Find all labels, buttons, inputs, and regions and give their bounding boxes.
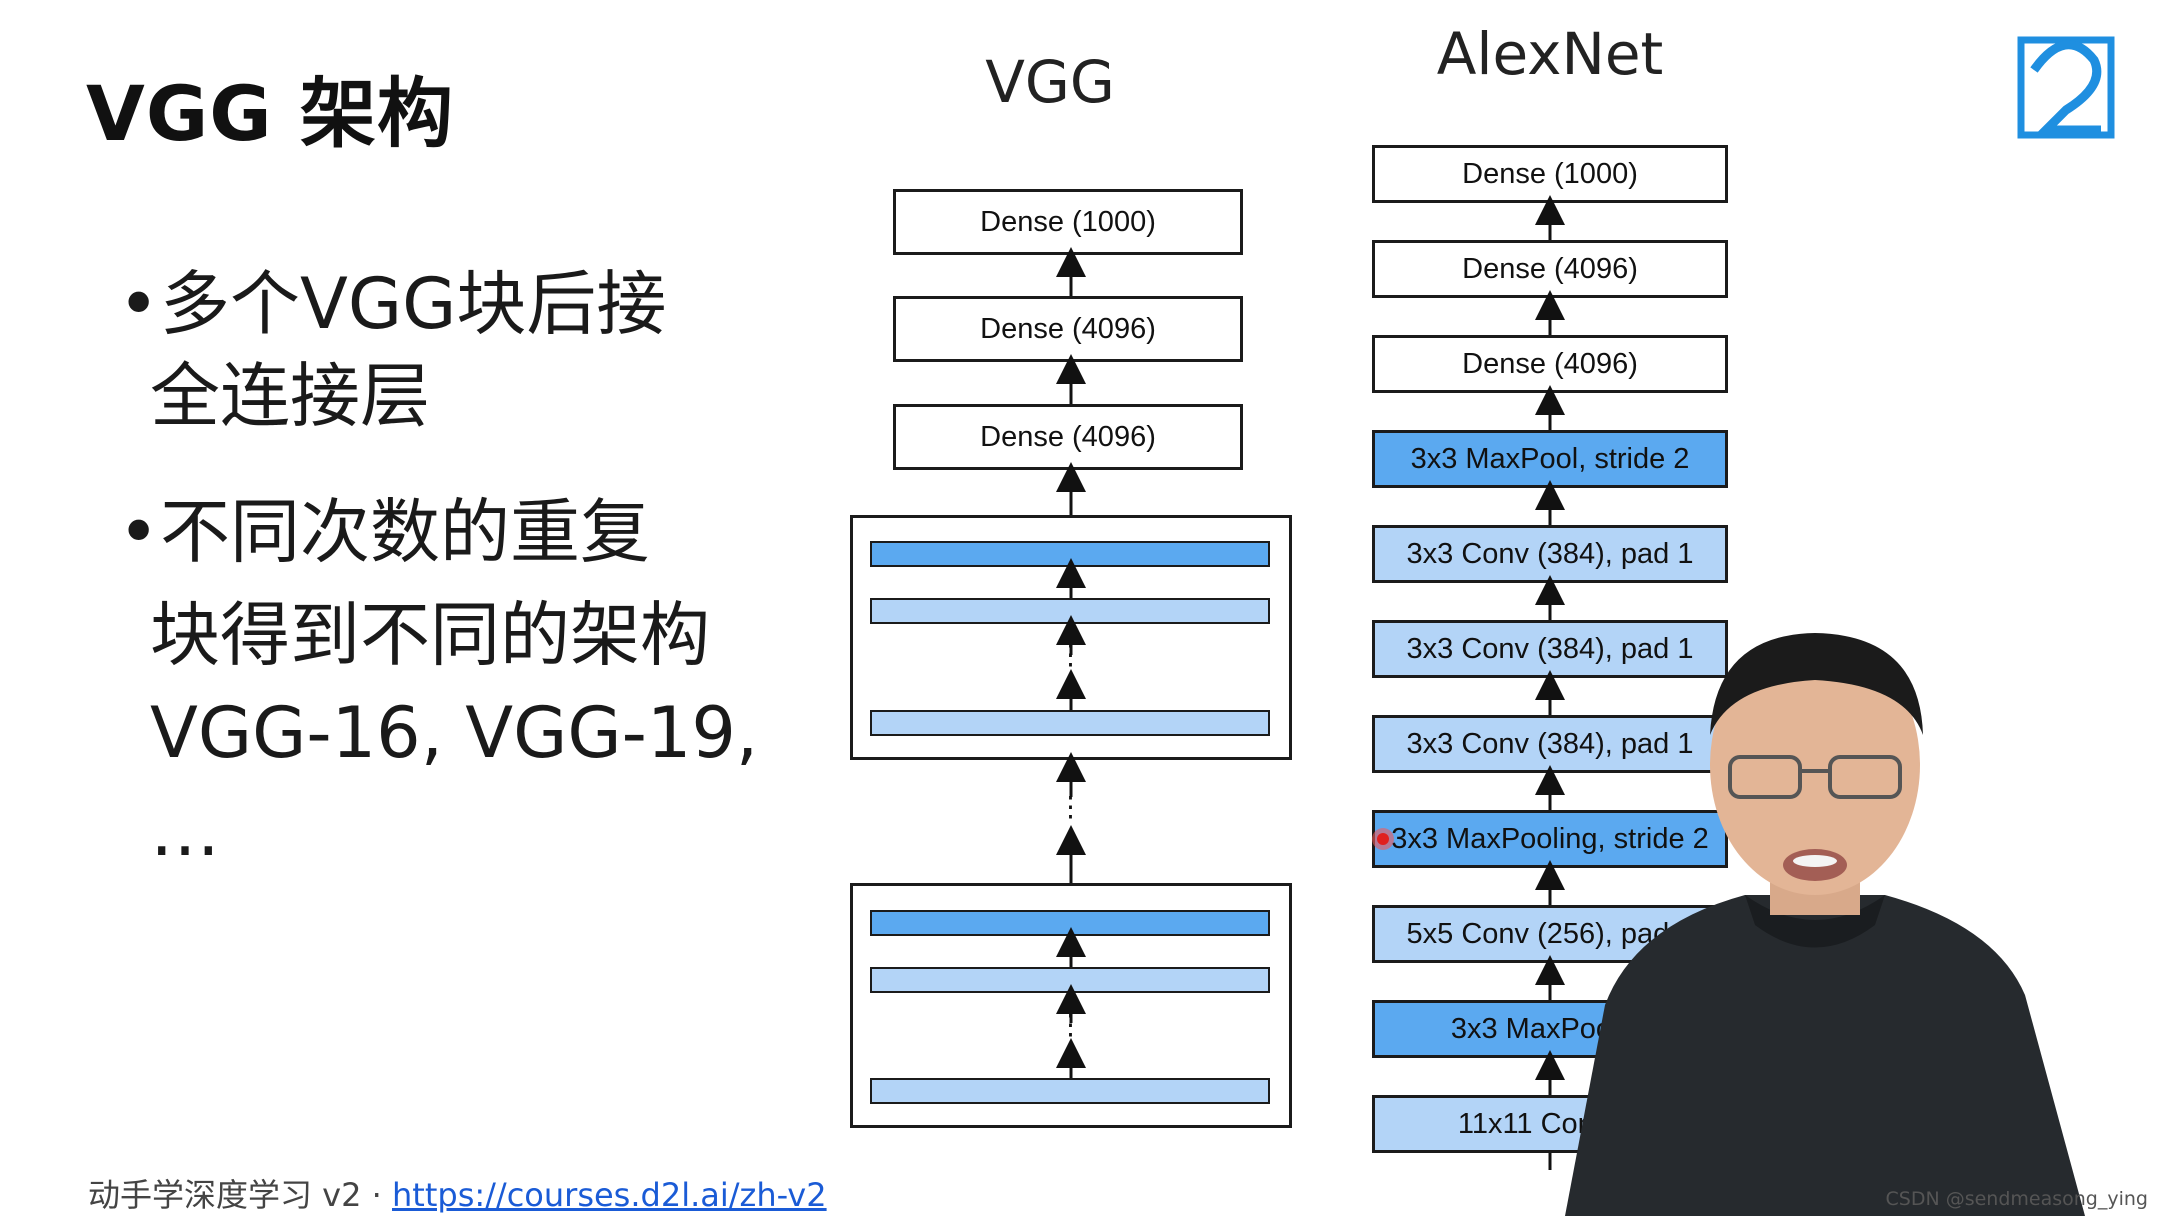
- bullet-2-cont: 块得到不同的架构 VGG-16, VGG-19, …: [150, 586, 758, 880]
- bullet-2-line-1: 不同次数的重复: [160, 491, 650, 573]
- course-name: 动手学深度学习 v2 ·: [88, 1176, 392, 1214]
- bullet-1-mark: •: [118, 263, 160, 345]
- bullet-2: • 不同次数的重复: [118, 486, 650, 578]
- bullet-2-line-4: …: [150, 790, 220, 872]
- csdn-watermark: CSDN @sendmeasong_ying: [1885, 1188, 2149, 1210]
- bullet-2-line-2: 块得到不同的架构: [150, 594, 710, 676]
- alexnet-conv-384-c: 3x3 Conv (384), pad 1: [1372, 525, 1728, 583]
- pointer-dot-icon: [1372, 828, 1394, 850]
- alexnet-dense-4096-a: Dense (4096): [1372, 240, 1728, 298]
- bullet-1: • 多个VGG块后接: [118, 258, 666, 350]
- course-url-link[interactable]: https://courses.d2l.ai/zh-v2: [392, 1176, 827, 1214]
- vgg-dense-4096-b: Dense (4096): [893, 404, 1243, 470]
- course-footer: 动手学深度学习 v2 · https://courses.d2l.ai/zh-v…: [88, 1170, 827, 1216]
- bullet-1-cont: 全连接层: [150, 350, 430, 442]
- alexnet-conv-384-a: 3x3 Conv (384), pad 1: [1372, 715, 1728, 773]
- alexnet-title: AlexNet: [1436, 20, 1664, 88]
- alexnet-maxpool-3: 3x3 MaxPool, stride 2: [1372, 430, 1728, 488]
- bullet-2-line-3: VGG-16, VGG-19,: [150, 692, 759, 774]
- bullet-2-mark: •: [118, 491, 160, 573]
- alexnet-maxpool-2: 3x3 MaxPooling, stride 2: [1372, 810, 1728, 868]
- bullet-1-line-2: 全连接层: [150, 355, 430, 437]
- slide-title: VGG 架构: [86, 69, 455, 158]
- alexnet-dense-1000: Dense (1000): [1372, 145, 1728, 203]
- alexnet-conv-384-b: 3x3 Conv (384), pad 1: [1372, 620, 1728, 678]
- vgg-block-top-conv-n: [870, 710, 1270, 736]
- d2l-logo-icon: [2017, 36, 2115, 139]
- vgg-dense-4096-a: Dense (4096): [893, 296, 1243, 362]
- vgg-title: VGG: [985, 48, 1115, 116]
- vgg-block-bottom-conv-n: [870, 1078, 1270, 1104]
- bullet-1-line-1: 多个VGG块后接: [160, 263, 667, 345]
- vgg-dense-1000: Dense (1000): [893, 189, 1243, 255]
- presenter-video: [1565, 633, 2085, 1216]
